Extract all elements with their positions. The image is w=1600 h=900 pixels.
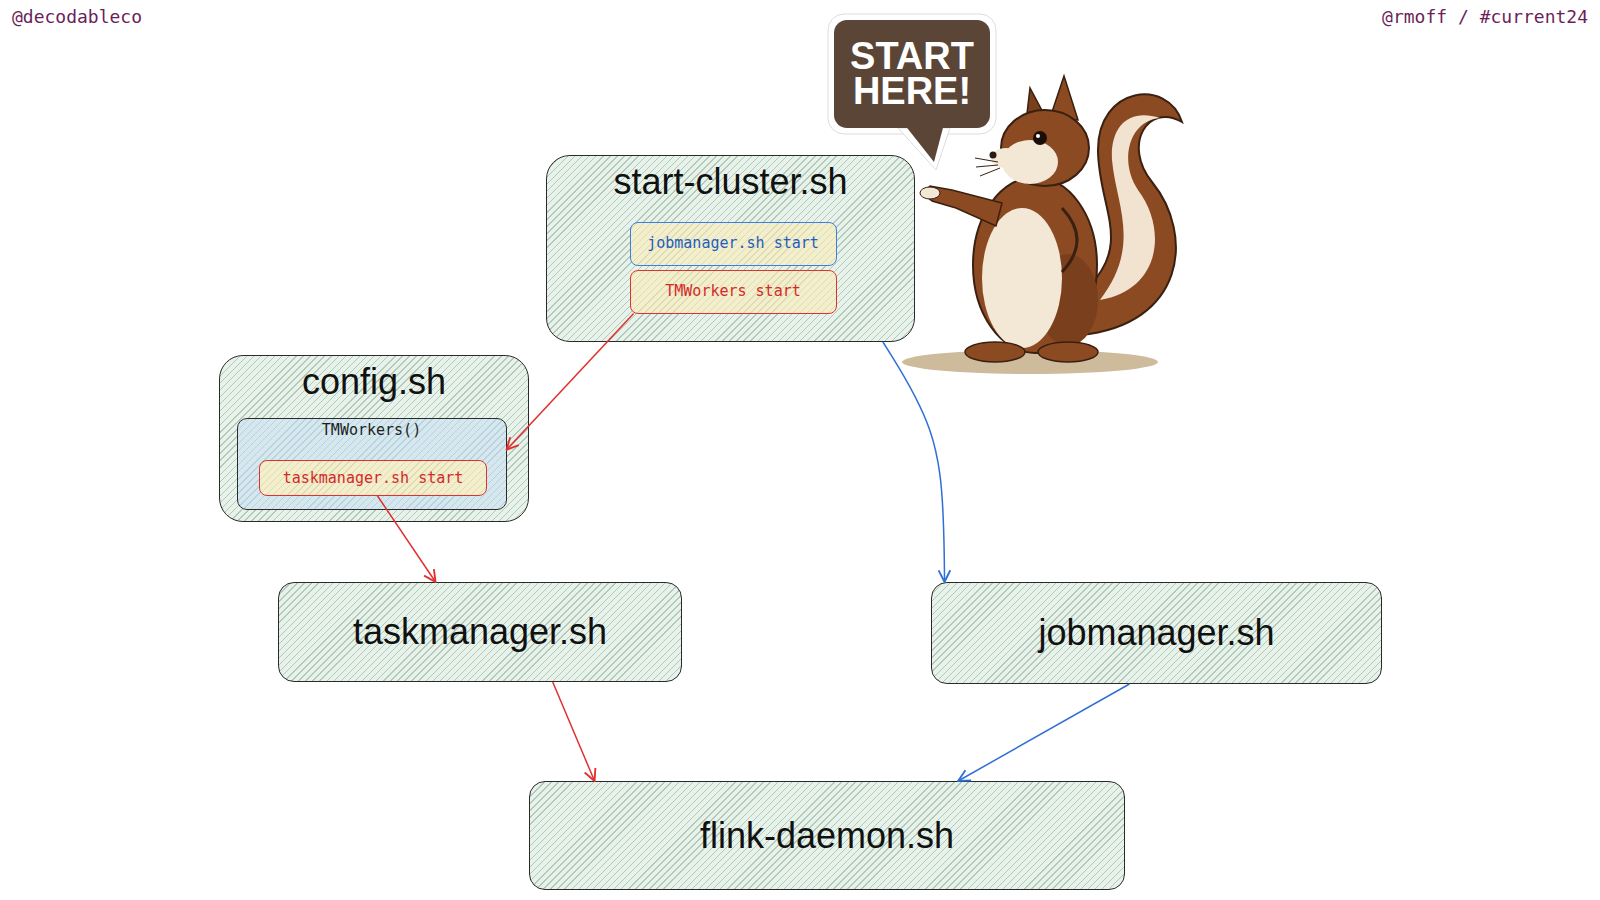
- script-box: start-cluster.sh jobmanager.sh startTMWor…: [546, 155, 915, 342]
- script-box: jobmanager.sh: [931, 582, 1382, 684]
- command-box: jobmanager.sh start: [630, 222, 837, 266]
- handle-text: @decodableco: [12, 6, 142, 27]
- flow-arrow: [958, 684, 1129, 781]
- flow-arrow: [507, 314, 634, 450]
- command-box: TMWorkers start: [630, 270, 837, 314]
- command-text: TMWorkers start: [665, 283, 800, 300]
- command-text: jobmanager.sh start: [647, 235, 819, 252]
- function-box: TMWorkers() taskmanager.sh start: [237, 418, 507, 510]
- speech-bubble: [828, 14, 996, 170]
- callout-text: START HERE!: [842, 39, 982, 109]
- script-name: config.sh: [302, 362, 446, 402]
- handle-text: @rmoff / #current24: [1382, 6, 1588, 27]
- script-box: taskmanager.sh: [278, 582, 682, 682]
- flow-arrow: [378, 496, 436, 582]
- command-text: taskmanager.sh start: [283, 470, 464, 487]
- squirrel: [902, 76, 1182, 374]
- script-box: config.shTMWorkers() taskmanager.sh start: [219, 355, 529, 522]
- script-name: jobmanager.sh: [1038, 613, 1274, 653]
- flow-arrow: [553, 682, 595, 781]
- flow-arrow: [883, 342, 945, 582]
- script-box: flink-daemon.sh: [529, 781, 1125, 890]
- script-name: flink-daemon.sh: [700, 816, 954, 856]
- script-name: taskmanager.sh: [353, 612, 607, 652]
- command-box: taskmanager.sh start: [259, 460, 487, 496]
- script-name: start-cluster.sh: [613, 162, 847, 202]
- command-text: TMWorkers(): [322, 422, 421, 439]
